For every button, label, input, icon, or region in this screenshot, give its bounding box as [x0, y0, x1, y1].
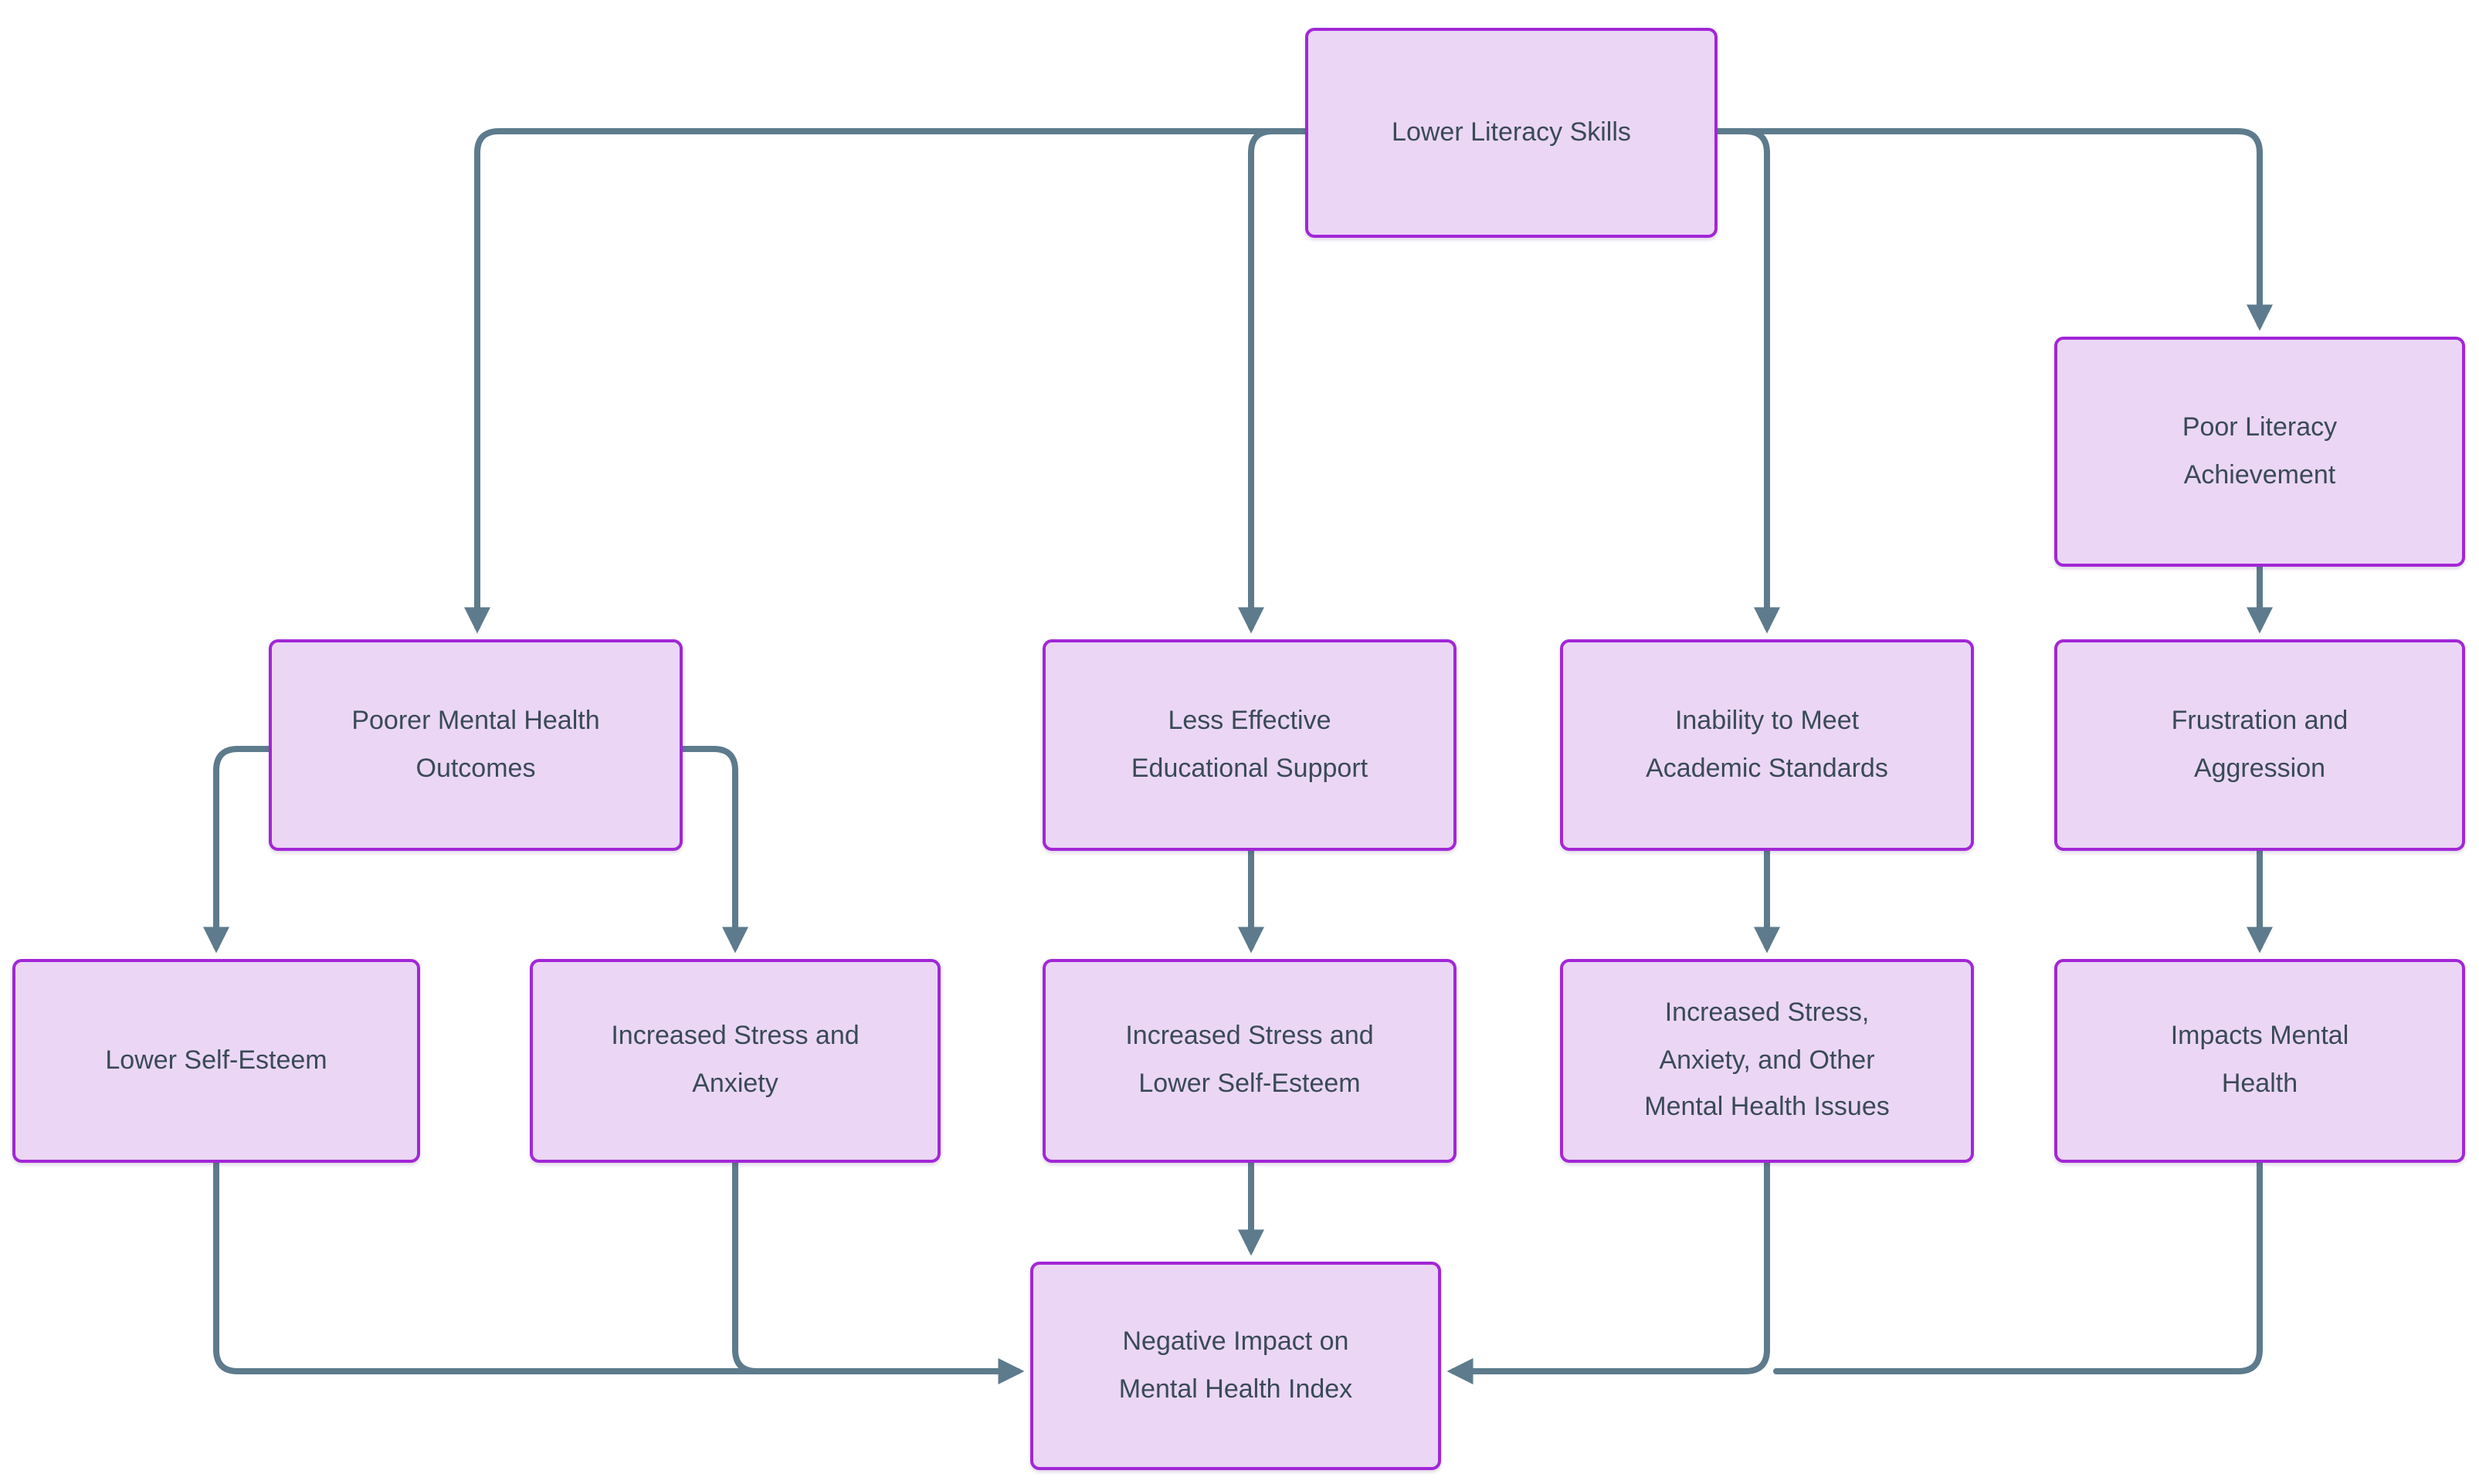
node-lower-self-esteem: Lower Self-Esteem: [12, 959, 420, 1163]
node-impacts-mental-health: Impacts Mental Health: [2054, 959, 2465, 1163]
node-poor-literacy-achievement: Poor Literacy Achievement: [2054, 337, 2465, 567]
edge-lls-to-poor-literacy-achievement: [1714, 128, 2273, 331]
edge-poorer-outcomes-to-lower-self-esteem: [203, 746, 272, 954]
node-label: Increased Stress and Lower Self-Esteem: [1125, 1021, 1374, 1098]
node-label: Frustration and Aggression: [2171, 705, 2348, 782]
node-increased-stress-and-anxiety: Increased Stress and Anxiety: [530, 959, 941, 1163]
node-label: Poor Literacy Achievement: [2182, 412, 2338, 489]
node-label: Lower Self-Esteem: [105, 1045, 327, 1075]
node-label: Impacts Mental Health: [2170, 1021, 2349, 1098]
node-label: Lower Literacy Skills: [1392, 117, 1631, 147]
node-label: Negative Impact on Mental Health Index: [1118, 1326, 1353, 1403]
node-label: Inability to Meet Academic Standards: [1646, 705, 1888, 782]
edge-lls-to-inability-to-meet-academic-standards: [1714, 128, 1780, 634]
node-frustration-and-aggression: Frustration and Aggression: [2054, 639, 2465, 851]
edge-increased-stress-anxiety-to-negative-impact: [732, 1160, 760, 1374]
node-inability-to-meet-academic-standards: Inability to Meet Academic Standards: [1560, 639, 1974, 851]
edge-lower-self-esteem-to-negative-impact: [213, 1160, 1025, 1384]
node-less-effective-educational-support: Less Effective Educational Support: [1043, 639, 1457, 851]
node-label: Poorer Mental Health Outcomes: [351, 705, 600, 782]
node-label: Increased Stress, Anxiety, and Other Men…: [1644, 998, 1890, 1122]
edge-lls-to-poorer-mental-health-outcomes: [464, 128, 1308, 634]
node-negative-impact-on-mental-health-index: Negative Impact on Mental Health Index: [1030, 1262, 1441, 1470]
node-lower-literacy-skills: Lower Literacy Skills: [1305, 28, 1718, 238]
node-label: Less Effective Educational Support: [1131, 705, 1368, 782]
edge-impacts-mental-health-to-negative-impact: [1773, 1160, 2263, 1374]
node-increased-stress-and-lower-self-esteem: Increased Stress and Lower Self-Esteem: [1043, 959, 1457, 1163]
edge-increased-stress-anxiety-other-to-negative-impact: [1446, 1160, 1770, 1384]
node-label: Increased Stress and Anxiety: [611, 1021, 860, 1098]
edge-poorer-outcomes-to-increased-stress-and-anxiety: [680, 746, 748, 954]
node-poorer-mental-health-outcomes: Poorer Mental Health Outcomes: [269, 639, 683, 851]
node-increased-stress-anxiety-and-other-mental-health-issues: Increased Stress, Anxiety, and Other Men…: [1560, 959, 1974, 1163]
edge-lls-to-less-effective-educational-support: [1238, 128, 1308, 634]
